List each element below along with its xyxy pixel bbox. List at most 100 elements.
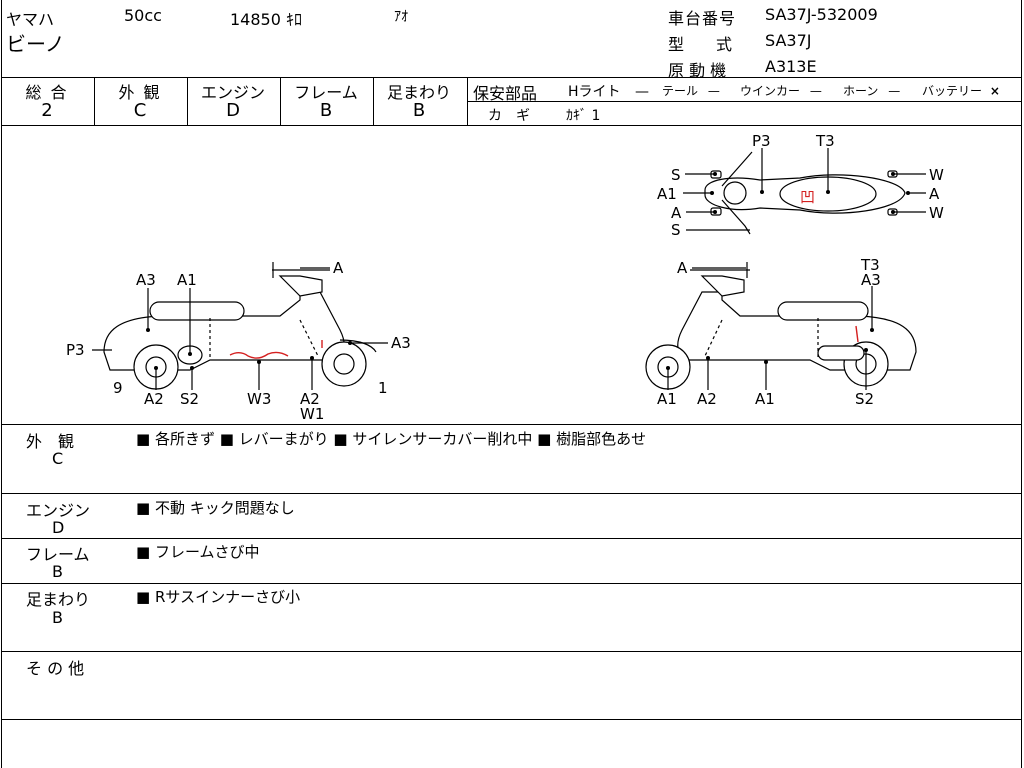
lbl-top-s: S (671, 166, 681, 184)
grade-frame-value: B (319, 100, 333, 121)
lbl-top-a2: A (671, 204, 682, 222)
grid-col-3 (280, 77, 281, 125)
lbl-left-a3b: A3 (391, 334, 411, 352)
outer-border-left (1, 0, 2, 768)
part-battery-status: × (989, 84, 1000, 98)
lbl-right-a1b: A1 (755, 390, 775, 408)
grade-suspension-value: B (412, 100, 426, 121)
lbl-left-a3: A3 (136, 271, 156, 289)
color: ｱｵ (394, 9, 408, 25)
lbl-top-w: W (929, 166, 944, 184)
part-headlight-name: Hライト (568, 84, 621, 100)
grid-col-5 (467, 77, 468, 125)
part-battery: バッテリー × (922, 82, 1000, 99)
lbl-left-p3: P3 (66, 341, 85, 359)
note-exterior-grade: C (52, 449, 64, 468)
lbl-left-1: 1 (378, 379, 388, 397)
displacement: 50cc (124, 6, 162, 25)
scooter-right-view (645, 262, 917, 390)
part-battery-name: バッテリー (922, 84, 983, 98)
note-engine-label: エンジン (26, 501, 91, 520)
right-view-labels: A T3 A3 A1 A2 A1 S2 (657, 256, 881, 408)
note-divider-2 (1, 538, 1022, 539)
left-view-labels: A3 A1 A P3 A3 9 A2 S2 W3 A2 W1 1 (66, 259, 411, 423)
part-horn: ホーン — (843, 82, 900, 99)
part-horn-status: — (888, 84, 901, 98)
note-suspension-text: ■ Rサスインナーさび小 (136, 588, 301, 606)
part-headlight: Hライト — (568, 81, 649, 101)
type-label: 型 式 (668, 35, 733, 54)
part-tail-status: — (707, 84, 720, 98)
lbl-left-a1: A1 (177, 271, 197, 289)
note-exterior-label: 外 観 (26, 432, 75, 451)
note-frame-label: フレーム (26, 545, 90, 564)
maker: ヤマハ (6, 10, 55, 29)
marker-dots (146, 172, 910, 370)
lbl-right-a1: A1 (657, 390, 677, 408)
outer-border-right (1021, 0, 1022, 768)
engine-value: A313E (765, 57, 817, 76)
grid-line-top (1, 77, 1022, 78)
lbl-left-a2b: A2 (300, 390, 320, 408)
grade-suspension-label: 足まわり (386, 83, 451, 102)
note-suspension-grade: B (52, 608, 63, 627)
lbl-left-w1: W1 (300, 405, 324, 423)
lbl-left-a: A (333, 259, 344, 277)
parts-title: 保安部品 (473, 84, 538, 103)
grade-engine-value: D (226, 100, 240, 121)
lbl-right-a2: A2 (697, 390, 717, 408)
model-name: ビーノ (6, 32, 65, 56)
frame-no: SA37J-532009 (765, 5, 878, 24)
scooter-top-view (704, 151, 906, 235)
note-divider-5 (1, 719, 1022, 720)
grid-col-4 (373, 77, 374, 125)
lbl-top-a1: A1 (657, 185, 677, 203)
damage-marks (229, 325, 859, 359)
part-winker: ウインカー — (740, 82, 822, 99)
note-exterior-text: ■ 各所きず ■ レバーまがり ■ サイレンサーカバー削れ中 ■ 樹脂部色あせ (136, 430, 647, 448)
lbl-right-a: A (677, 259, 688, 277)
lbl-top-a: A (929, 185, 940, 203)
note-divider-4 (1, 651, 1022, 652)
scooter-diagram: 凹 A3 A1 A P3 A3 9 A2 S2 W3 A2 W1 1 A T3 … (66, 132, 944, 423)
note-suspension-label: 足まわり (26, 590, 91, 609)
damage-char: 凹 (800, 188, 815, 206)
scooter-left-view (103, 262, 377, 390)
lbl-top-w2: W (929, 204, 944, 222)
lbl-left-w3: W3 (247, 390, 271, 408)
part-winker-name: ウインカー (740, 84, 801, 98)
part-tail: テール — (662, 82, 720, 99)
grid-col-1 (94, 77, 95, 125)
lbl-top-t3: T3 (815, 132, 835, 150)
frame-no-label: 車台番号 (668, 9, 737, 28)
lbl-left-9: 9 (113, 379, 123, 397)
right-view-leaders (667, 267, 873, 390)
grade-exterior-label: 外 観 (118, 83, 162, 102)
key-label: カ ギ (488, 108, 530, 124)
note-divider-3 (1, 583, 1022, 584)
top-view-leaders (683, 148, 926, 231)
top-view-labels: P3 T3 S W A1 A A W S (657, 132, 944, 239)
note-other-label: そ の 他 (26, 659, 85, 678)
note-divider-1 (1, 493, 1022, 494)
part-tail-name: テール (662, 84, 699, 98)
lbl-left-a2: A2 (144, 390, 164, 408)
key-value: ｶｷﾞ 1 (566, 108, 601, 124)
grid-col-2 (187, 77, 188, 125)
grade-total-value: 2 (41, 100, 53, 121)
note-frame-text: ■ フレームさび中 (136, 543, 260, 561)
grade-total-label: 総 合 (25, 83, 69, 102)
grade-exterior-value: C (133, 100, 147, 121)
engine-label: 原 動 機 (668, 61, 727, 80)
mileage: 14850 ｷﾛ (230, 10, 302, 29)
diagram-bottom-line (1, 424, 1022, 425)
note-engine-grade: D (52, 518, 65, 537)
left-view-leaders (92, 267, 388, 390)
lbl-right-t3: T3 (860, 256, 880, 274)
grade-engine-label: エンジン (200, 83, 265, 102)
note-engine-text: ■ 不動 キック問題なし (136, 499, 295, 517)
lbl-top-p3: P3 (752, 132, 771, 150)
part-headlight-status: — (634, 84, 649, 100)
grade-frame-label: フレーム (294, 83, 358, 102)
lbl-left-s2: S2 (180, 390, 199, 408)
